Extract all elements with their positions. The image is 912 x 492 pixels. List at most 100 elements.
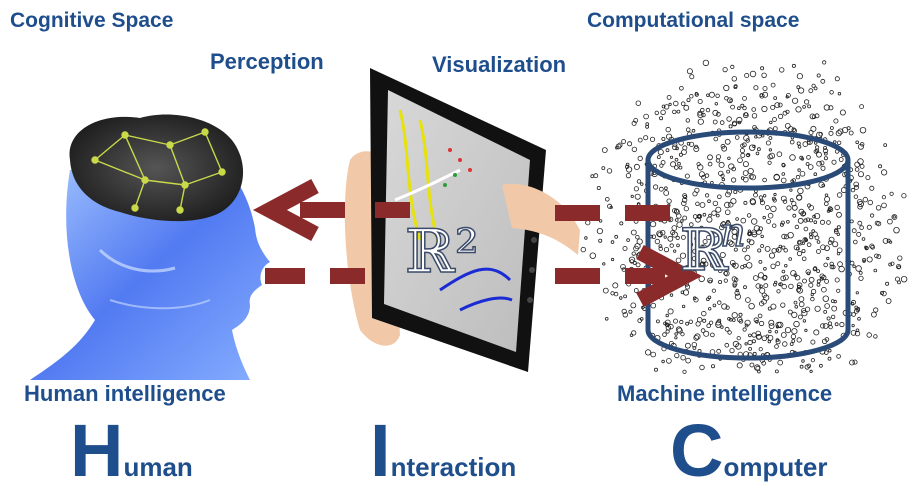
cloud-point xyxy=(735,217,739,221)
cloud-point xyxy=(685,342,691,349)
cloud-point xyxy=(748,303,755,310)
cloud-point xyxy=(793,273,798,278)
cloud-point xyxy=(789,139,795,145)
cloud-point xyxy=(692,296,697,301)
cloud-point xyxy=(772,126,778,132)
cloud-point xyxy=(768,136,773,140)
cloud-point xyxy=(816,151,822,158)
cloud-point xyxy=(880,290,885,295)
cloud-point xyxy=(712,232,719,238)
cloud-point xyxy=(734,290,740,296)
cloud-point xyxy=(724,201,731,209)
cloud-point xyxy=(707,295,712,300)
cloud-point xyxy=(748,239,755,246)
cloud-point xyxy=(758,320,765,327)
cloud-point xyxy=(742,247,747,253)
cloud-point xyxy=(801,308,807,314)
cloud-point xyxy=(773,96,778,100)
cloud-point xyxy=(744,319,751,326)
cloud-point xyxy=(873,334,878,339)
cloud-point xyxy=(791,97,799,104)
cloud-point xyxy=(869,243,875,249)
cloud-point xyxy=(751,231,758,238)
cloud-point xyxy=(716,348,722,354)
cloud-point xyxy=(816,279,821,284)
machine-intelligence-label: Machine intelligence xyxy=(617,381,833,406)
cloud-point xyxy=(858,275,864,281)
cloud-point xyxy=(680,290,685,295)
cloud-point xyxy=(640,182,644,186)
cloud-point xyxy=(584,236,588,240)
cloud-point xyxy=(789,342,794,347)
cloud-point xyxy=(681,304,686,309)
cloud-point xyxy=(683,194,688,200)
human-intelligence-label: Human intelligence xyxy=(24,381,226,406)
cloud-point xyxy=(727,316,731,321)
cloud-point xyxy=(853,308,859,314)
cloud-point xyxy=(728,240,735,247)
cloud-point xyxy=(635,262,641,268)
cloud-point xyxy=(669,155,674,159)
cloud-point xyxy=(897,265,901,270)
cloud-point xyxy=(854,167,860,172)
cloud-point xyxy=(891,214,898,220)
cloud-point xyxy=(890,261,895,266)
cloud-point xyxy=(735,288,739,293)
cloud-point xyxy=(631,146,638,153)
cloud-point xyxy=(851,323,855,328)
cloud-point xyxy=(787,126,794,133)
cloud-point xyxy=(628,256,636,263)
cloud-point xyxy=(806,242,812,248)
cloud-point xyxy=(625,162,630,167)
cloud-point xyxy=(706,229,710,233)
cloud-point xyxy=(763,294,770,301)
cloud-point xyxy=(601,147,608,154)
cloud-point xyxy=(789,154,796,161)
cloud-point xyxy=(755,151,760,156)
cloud-point xyxy=(704,228,708,233)
cloud-point xyxy=(848,130,854,136)
cloud-point xyxy=(775,339,781,345)
cloud-point xyxy=(836,140,842,145)
cloud-point xyxy=(791,63,796,68)
cloud-point xyxy=(889,191,894,196)
cloud-point xyxy=(601,166,606,171)
cloud-point xyxy=(876,254,882,260)
cloud-point xyxy=(751,339,756,344)
cloud-point xyxy=(862,196,868,203)
cloud-point xyxy=(731,76,737,82)
cloud-point xyxy=(767,154,773,160)
cloud-point xyxy=(650,302,657,309)
cloud-point xyxy=(782,199,788,204)
cloud-point xyxy=(702,318,707,323)
cloud-point xyxy=(762,215,766,220)
cloud-point xyxy=(774,330,779,334)
cloud-point xyxy=(859,104,864,109)
cloud-point xyxy=(730,177,737,183)
cloud-point xyxy=(820,244,826,251)
cloud-point xyxy=(869,185,875,191)
cloud-point xyxy=(822,338,828,344)
cloud-point xyxy=(802,237,808,243)
cloud-point xyxy=(751,218,758,225)
cloud-point xyxy=(712,200,719,207)
cloud-point xyxy=(715,229,719,234)
cloud-point xyxy=(713,136,719,142)
cloud-point xyxy=(680,101,686,107)
cloud-point xyxy=(762,177,767,183)
cloud-point xyxy=(796,194,803,201)
cloud-point xyxy=(676,327,683,334)
cloud-point xyxy=(797,87,805,94)
rn-symbol: ℝ xyxy=(680,216,729,284)
cloud-point xyxy=(735,343,742,350)
cloud-point xyxy=(717,300,722,305)
cloud-point xyxy=(679,252,687,259)
cloud-point xyxy=(841,127,849,134)
cloud-point xyxy=(596,185,601,190)
cloud-point xyxy=(613,291,619,297)
cloud-point xyxy=(780,302,786,308)
cloud-point xyxy=(742,161,749,168)
cloud-point xyxy=(730,224,735,229)
cloud-point xyxy=(793,300,798,305)
cloud-point xyxy=(684,227,690,233)
